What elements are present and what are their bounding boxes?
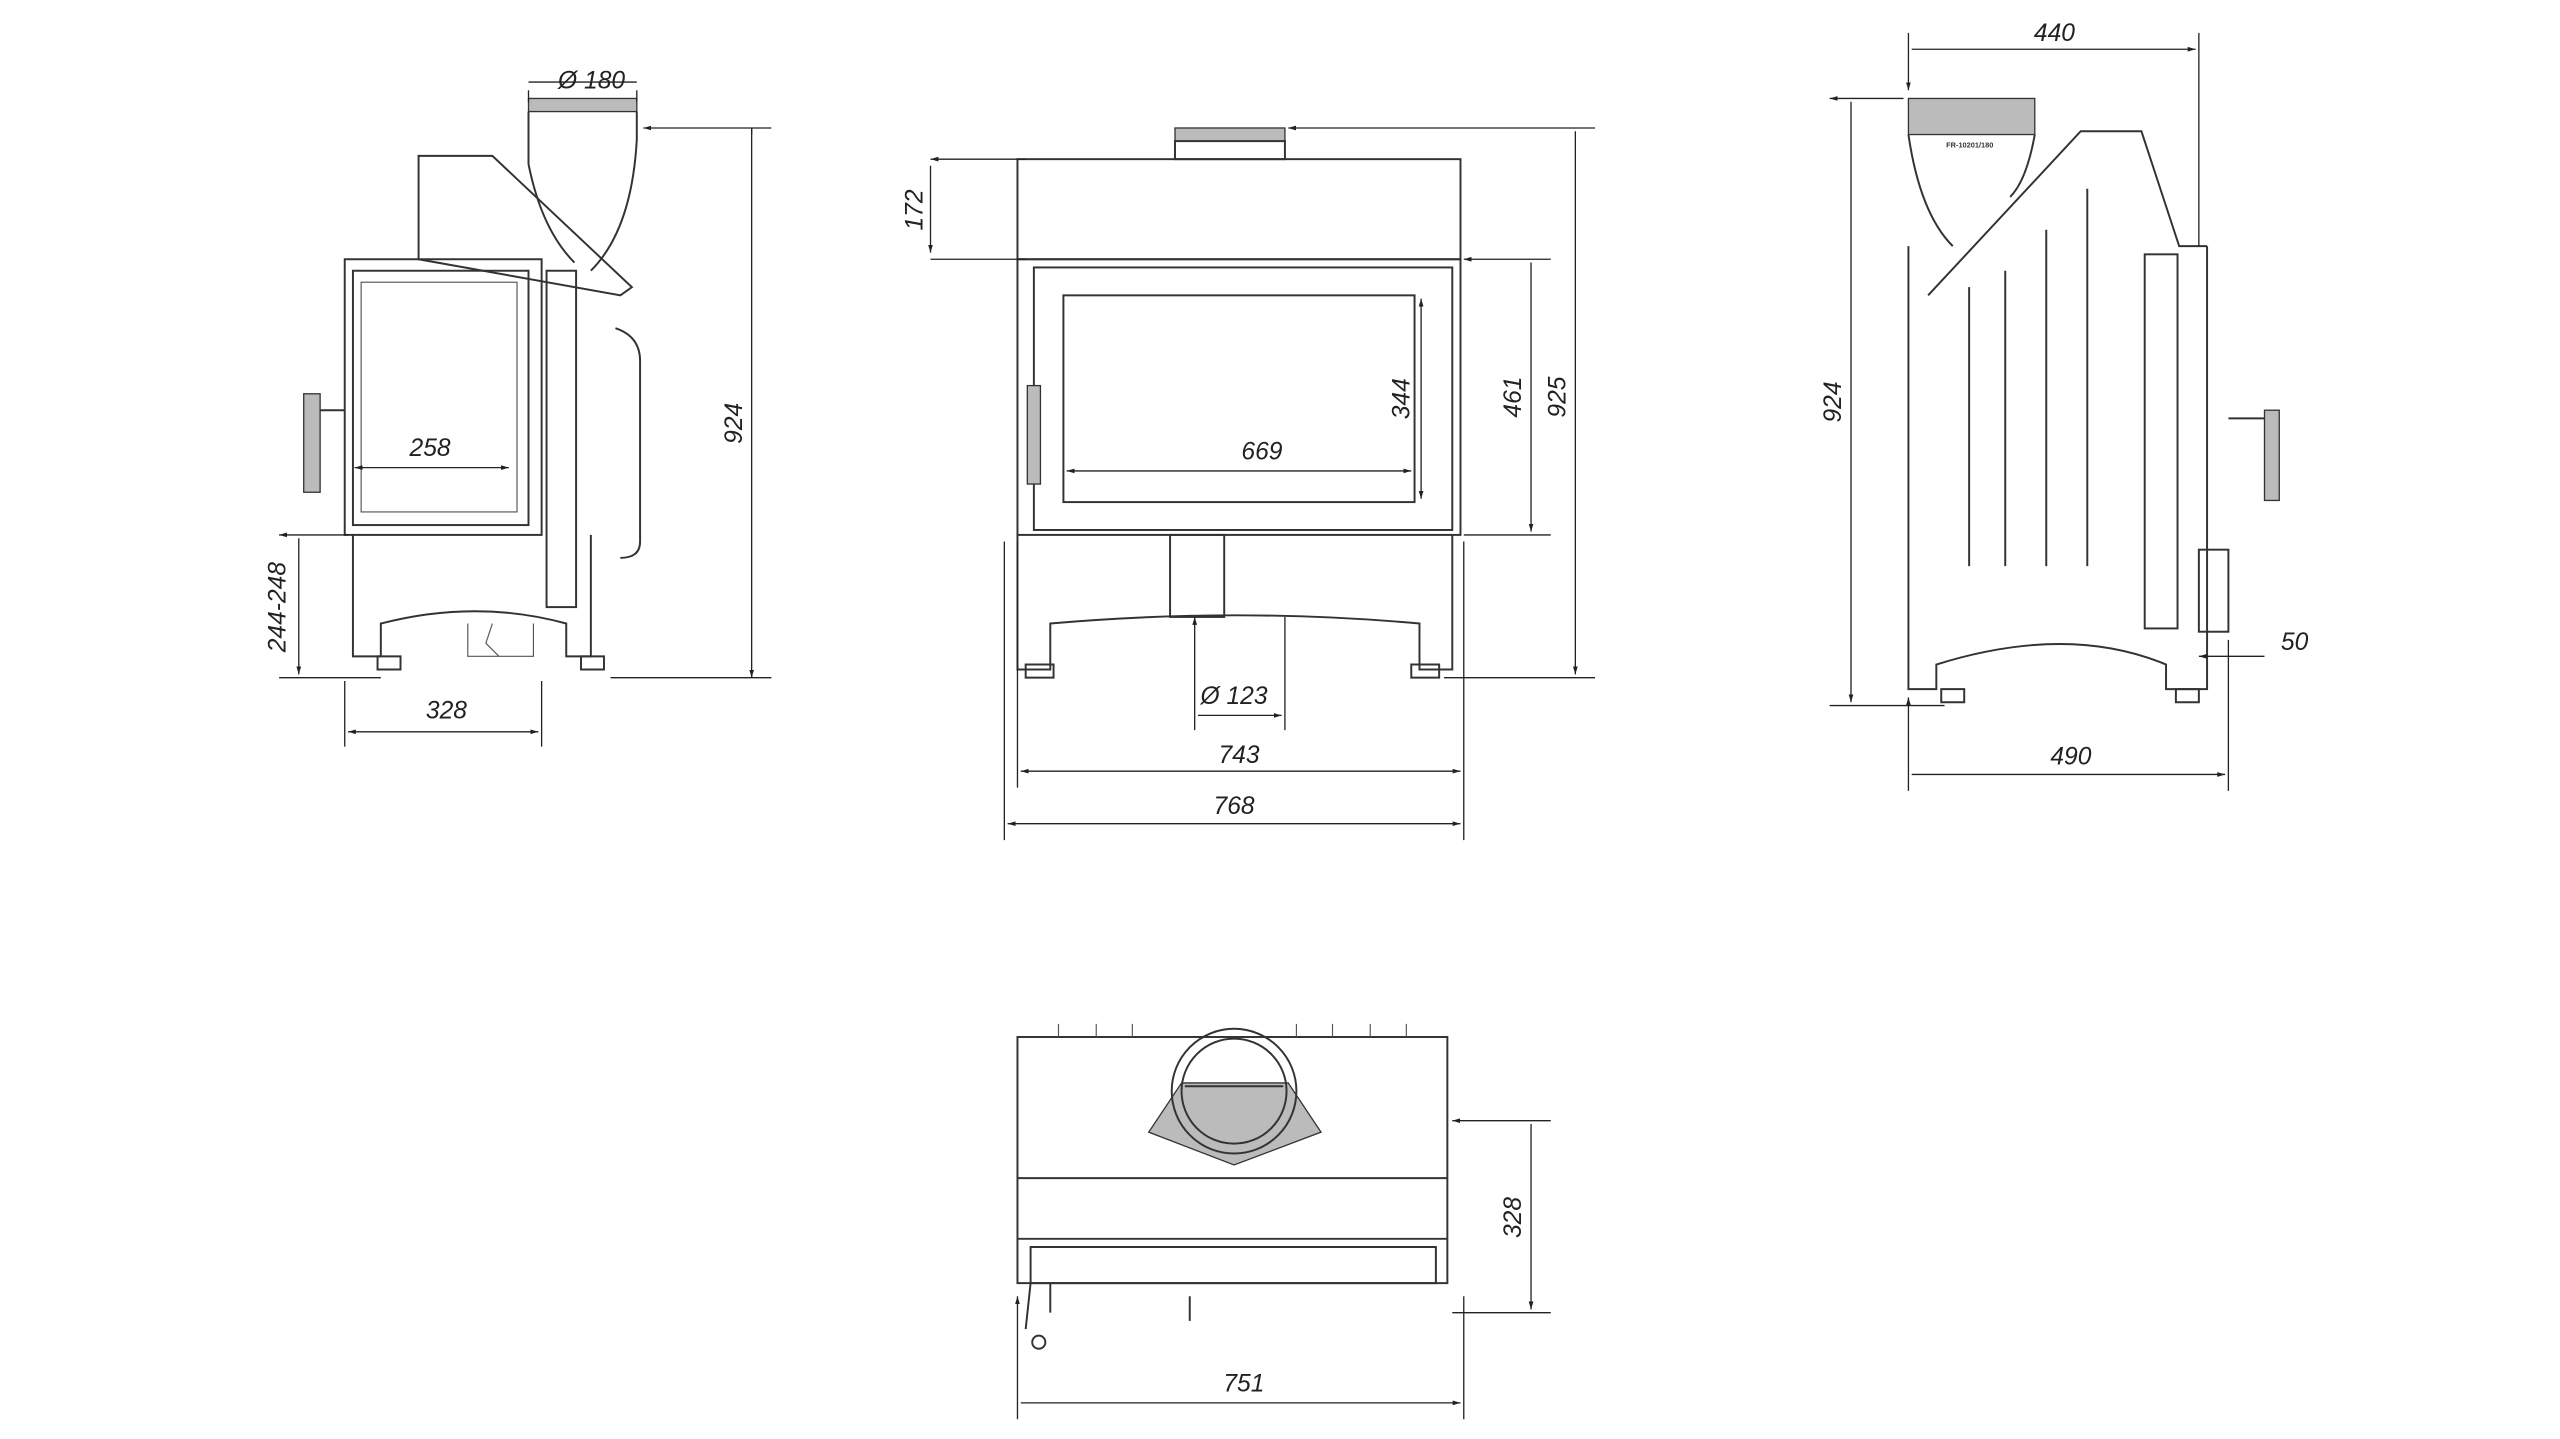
dim-door-height: 461 (1500, 377, 1527, 418)
part-label: FR-10201/180 (1946, 141, 1993, 150)
dim-height-left: 924 (721, 403, 748, 444)
dim-glass-width-left: 258 (409, 435, 451, 462)
dim-depth-top: 328 (1500, 1197, 1527, 1238)
dim-leg-height-left: 244-248 (265, 562, 292, 654)
dim-width-top: 751 (1223, 1370, 1264, 1397)
dim-glass-width: 669 (1241, 438, 1282, 465)
dim-depth-right: 490 (2050, 744, 2091, 771)
right-side-view: FR-10201/180 440 924 490 50 (1820, 20, 2309, 791)
dim-depth-left: 328 (426, 698, 467, 725)
left-side-view: Ø 180 924 258 244-248 328 (265, 68, 772, 747)
dim-air-inlet-diameter: Ø 123 (1200, 683, 1268, 710)
dim-glass-height: 344 (1389, 378, 1416, 419)
dim-width-right: 440 (2034, 20, 2075, 47)
dim-flue-diameter-left: Ø 180 (557, 68, 625, 95)
dim-total-height: 925 (1545, 376, 1572, 417)
top-view: 328 751 (1017, 1023, 1551, 1420)
dim-inner-width: 743 (1218, 742, 1259, 769)
dim-height-right: 924 (1820, 381, 1847, 422)
dim-offset-right: 50 (2281, 629, 2309, 656)
dim-total-width: 768 (1214, 793, 1255, 820)
front-view: 172 344 461 925 669 Ø 123 743 768 (901, 128, 1596, 841)
dim-top-height: 172 (901, 189, 928, 230)
